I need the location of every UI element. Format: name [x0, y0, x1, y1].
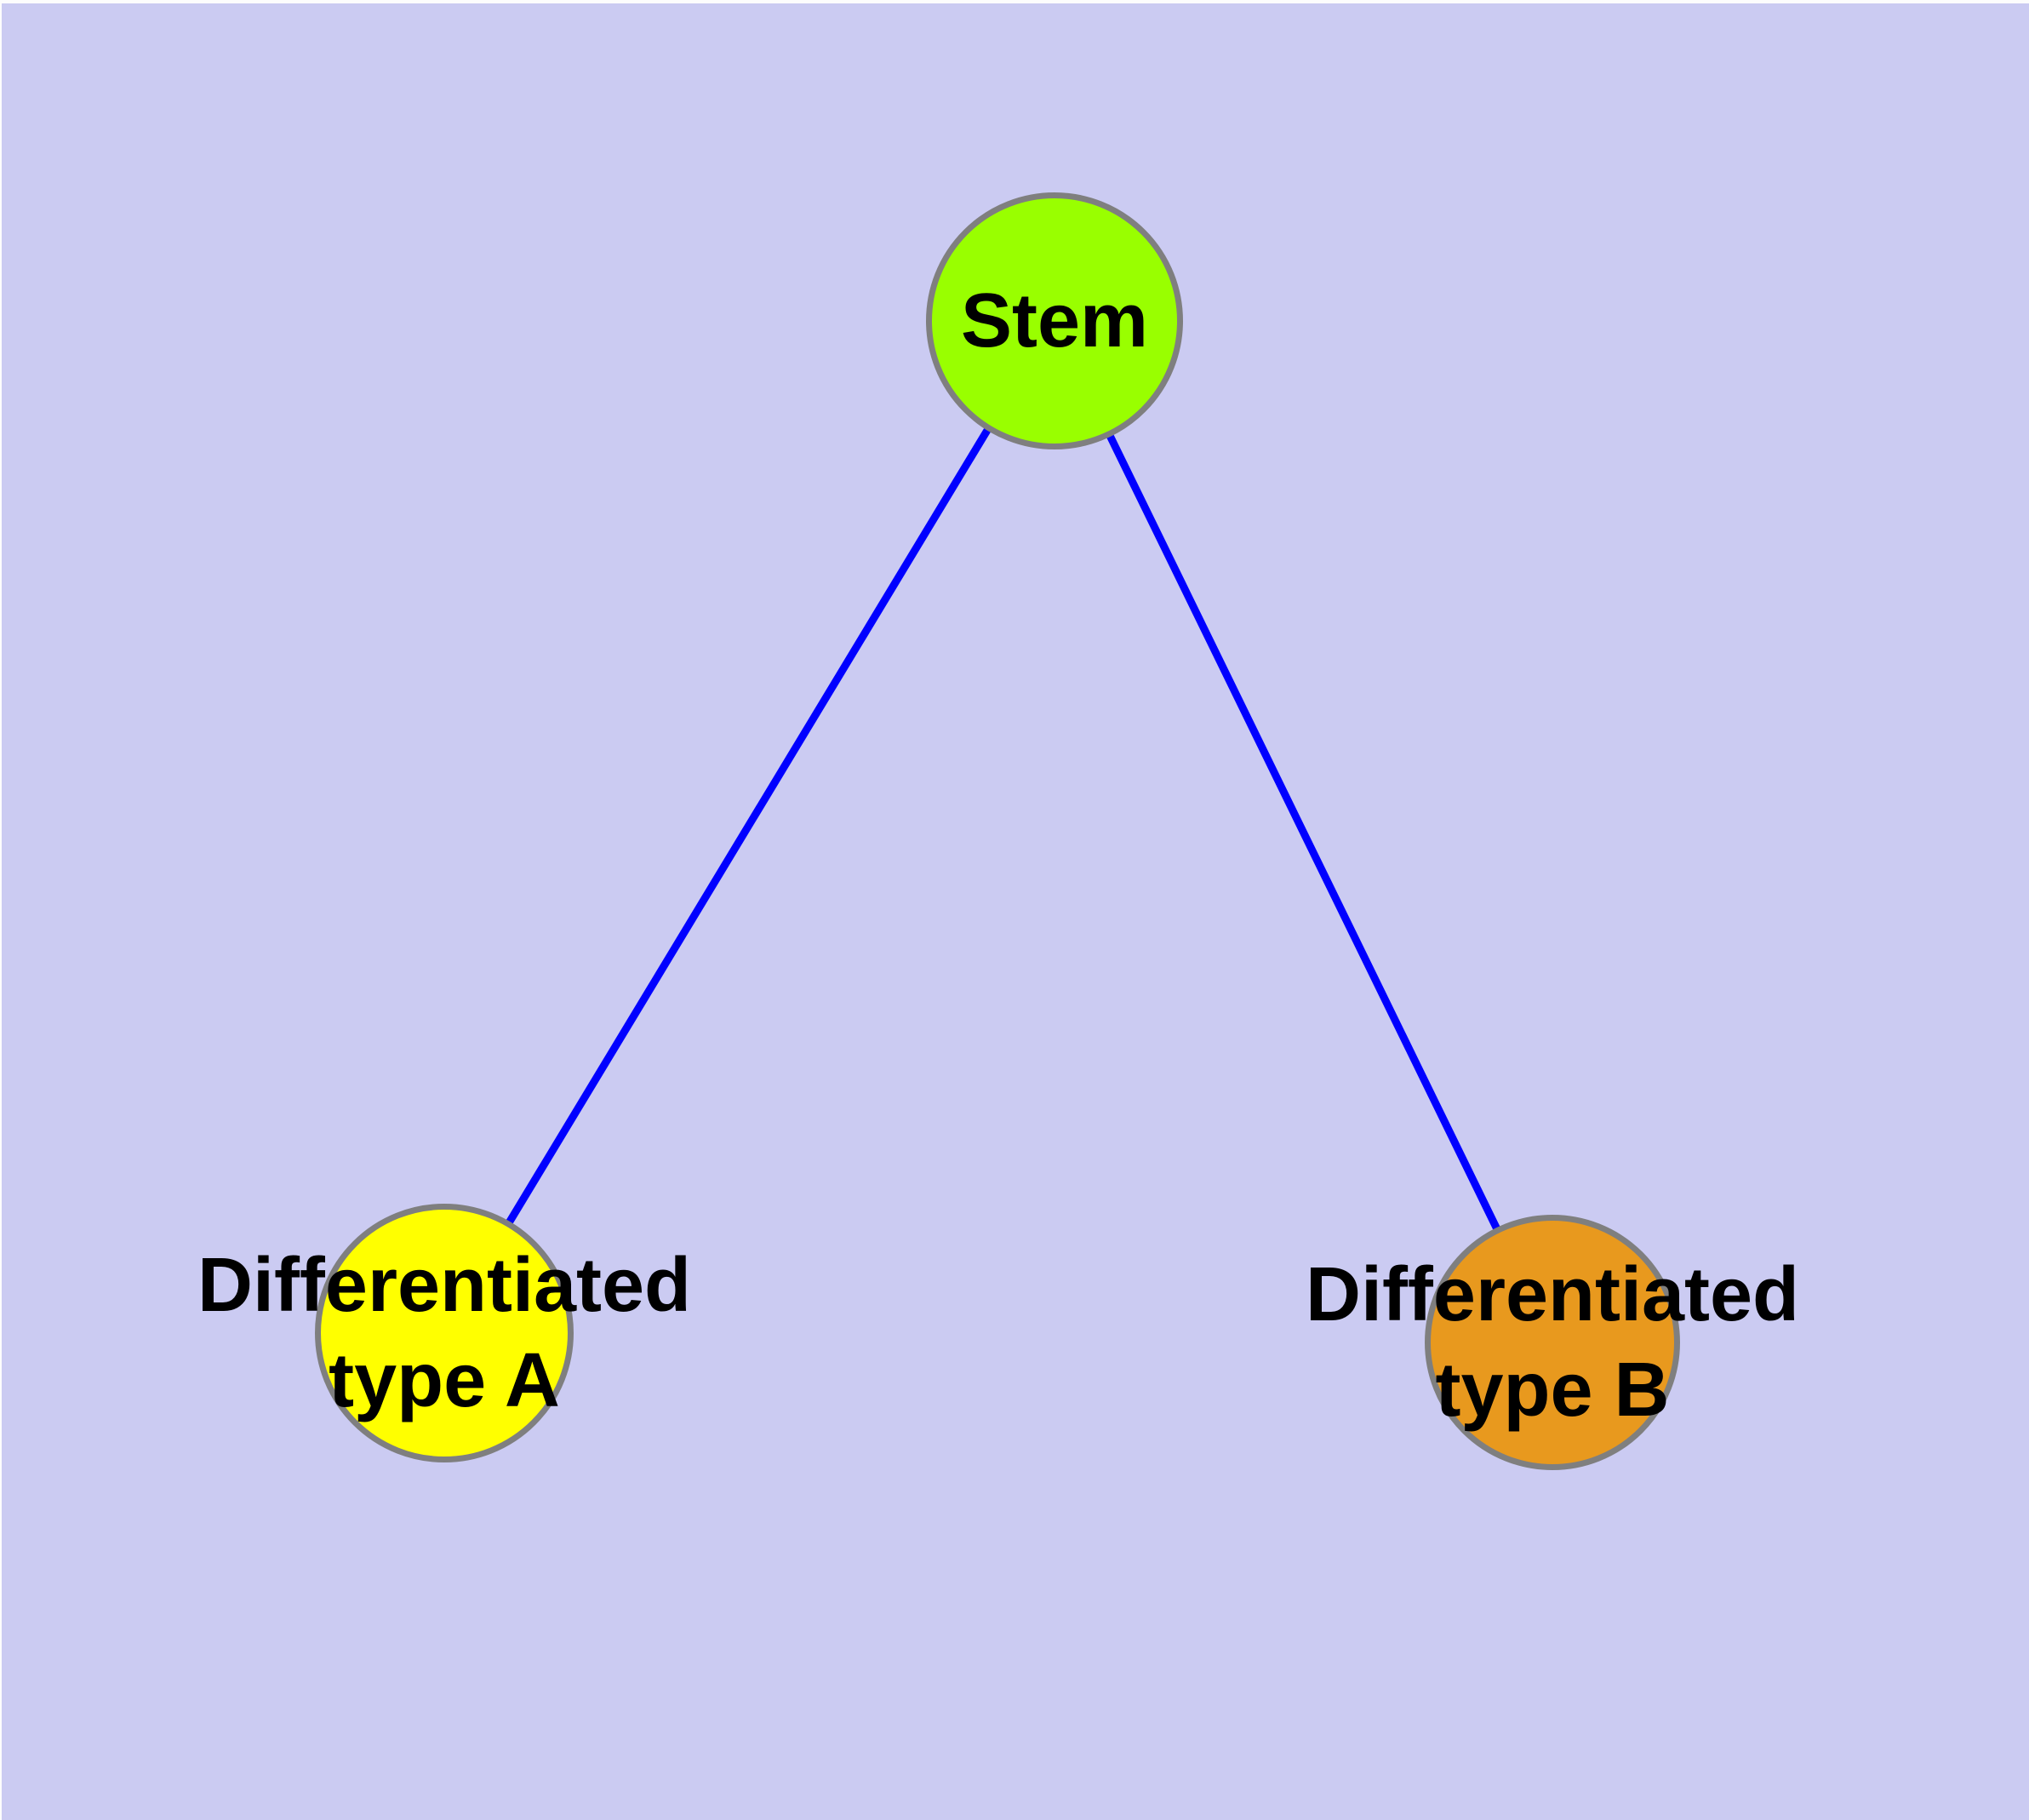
node-stem: Stem [926, 192, 1183, 449]
node-differentiated-type-b: Differentiated type B [1306, 1215, 1799, 1470]
edge-stem-to-differentiated-type-a [440, 318, 1057, 1333]
edges-layer [440, 318, 1555, 1342]
edge-stem-to-differentiated-type-b [1049, 318, 1555, 1342]
node-differentiated-type-a: Differentiated type A [197, 1204, 691, 1462]
